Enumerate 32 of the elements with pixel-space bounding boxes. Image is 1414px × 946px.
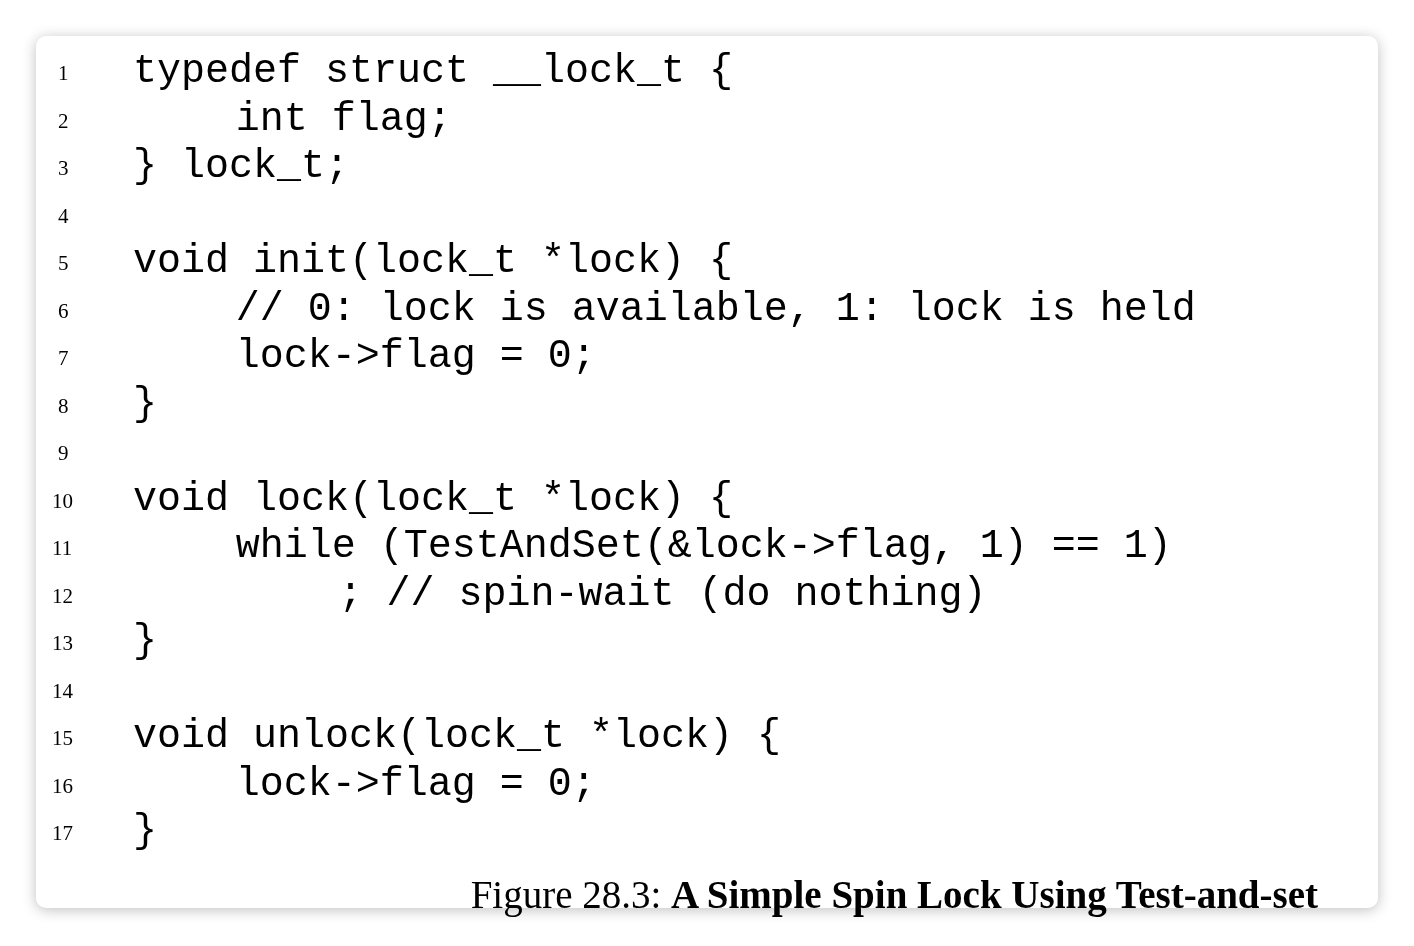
line-number: 9 [58,441,69,465]
code-line: } [133,620,157,664]
line-number: 3 [58,156,69,180]
code-line: } [133,382,157,427]
line-number: 1 [58,61,69,85]
line-number: 16 [52,773,73,798]
line-number: 11 [52,536,73,560]
code-line: lock->flag = 0; [235,335,596,379]
line-number: 15 [52,726,73,750]
line-number: 8 [58,393,69,418]
code-line: void init(lock_t *lock) { [133,240,734,284]
line-number: 7 [58,346,69,370]
line-number: 5 [58,251,69,275]
line-number: 14 [52,678,73,703]
code-line: while (TestAndSet(&lock->flag, 1) == 1) [235,525,1172,569]
line-number: 17 [52,821,73,845]
line-number: 12 [52,583,73,608]
code-line: } [133,810,157,854]
line-number: 4 [58,203,69,228]
code-line: typedef struct __lock_t { [133,50,734,94]
code-line: int flag; [235,97,452,142]
line-number: 10 [52,488,73,513]
line-number: 13 [52,631,73,655]
line-number: 6 [58,298,69,323]
code-line: void unlock(lock_t *lock) { [133,715,782,759]
code-line: // 0: lock is available, 1: lock is held [235,287,1196,332]
code-line: void lock(lock_t *lock) { [133,477,734,522]
code-line: ; // spin-wait (do nothing) [338,572,987,617]
code-line: } lock_t; [133,145,350,189]
figure-caption: Figure 28.3: A Simple Spin Lock Using Test-and-set [470,872,1318,918]
code-line: lock->flag = 0; [235,762,596,807]
line-number: 2 [58,108,69,133]
